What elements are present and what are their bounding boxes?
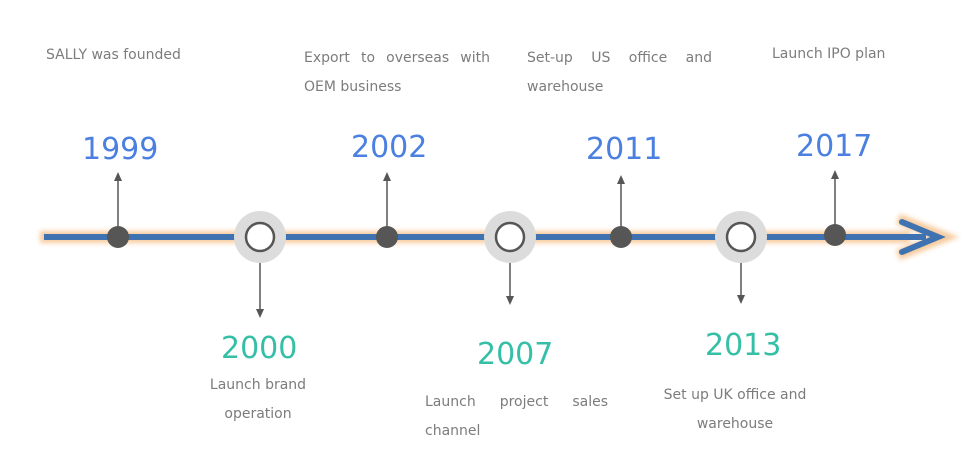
milestone-2011-marker	[610, 175, 632, 248]
milestone-2000-marker	[234, 211, 286, 318]
milestone-2013-marker	[715, 211, 767, 304]
milestone-1999-text: SALLY was founded	[46, 47, 181, 63]
milestone-2000-text: Launch brand operation	[209, 377, 307, 422]
milestone-2007-text: Launch project sales channel	[425, 394, 608, 439]
milestone-2013-year: 2013	[705, 328, 782, 363]
milestone-2017-year: 2017	[796, 129, 873, 164]
milestone-2002-marker	[376, 172, 398, 248]
milestone-2017-text: Launch IPO plan	[772, 46, 886, 62]
arrow-head-icon	[899, 219, 946, 255]
milestone-2011-year: 2011	[586, 132, 663, 167]
milestone-2002-text: Export to overseas with OEM business	[304, 50, 490, 95]
milestone-2007-marker	[484, 211, 536, 305]
milestone-2017-marker	[824, 170, 846, 246]
milestone-2013-text: Set up UK office and warehouse	[663, 387, 807, 432]
milestone-2002-year: 2002	[351, 130, 428, 165]
milestone-2000-year: 2000	[221, 331, 298, 366]
milestone-2007-year: 2007	[477, 337, 554, 372]
milestone-1999-marker	[107, 172, 129, 248]
milestone-2011-text: Set-up US office and warehouse	[527, 50, 712, 95]
milestone-1999-year: 1999	[82, 132, 159, 167]
